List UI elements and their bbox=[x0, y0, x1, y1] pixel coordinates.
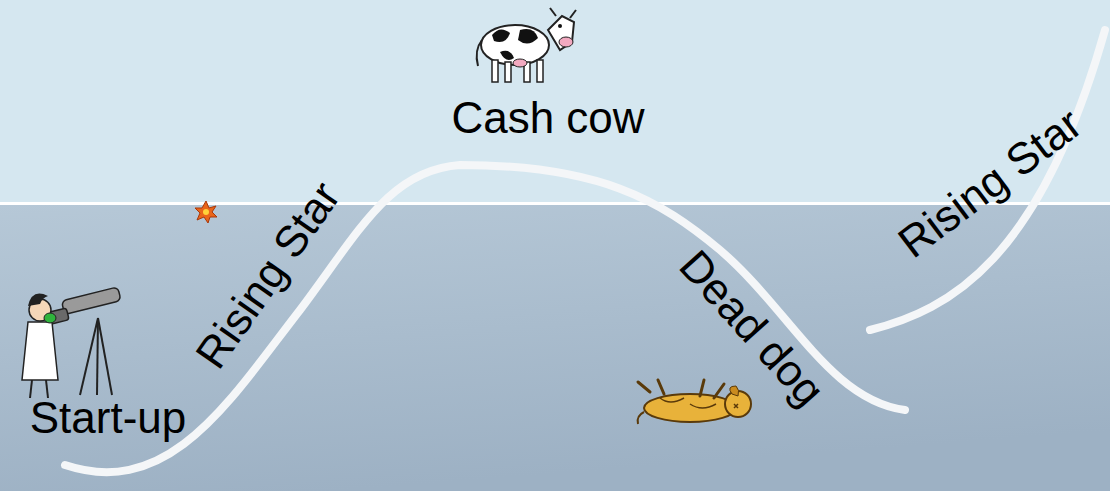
lifecycle-curve bbox=[870, 30, 1105, 330]
phase-label: Cash cow bbox=[451, 96, 644, 140]
cow-icon bbox=[477, 8, 576, 82]
star-burst bbox=[195, 201, 217, 223]
dog-icon bbox=[638, 380, 751, 424]
lifecycle-curve bbox=[65, 165, 905, 472]
lower-ground bbox=[0, 204, 1110, 491]
observer-icon bbox=[22, 287, 121, 398]
stage-label: Start-up bbox=[30, 396, 187, 440]
